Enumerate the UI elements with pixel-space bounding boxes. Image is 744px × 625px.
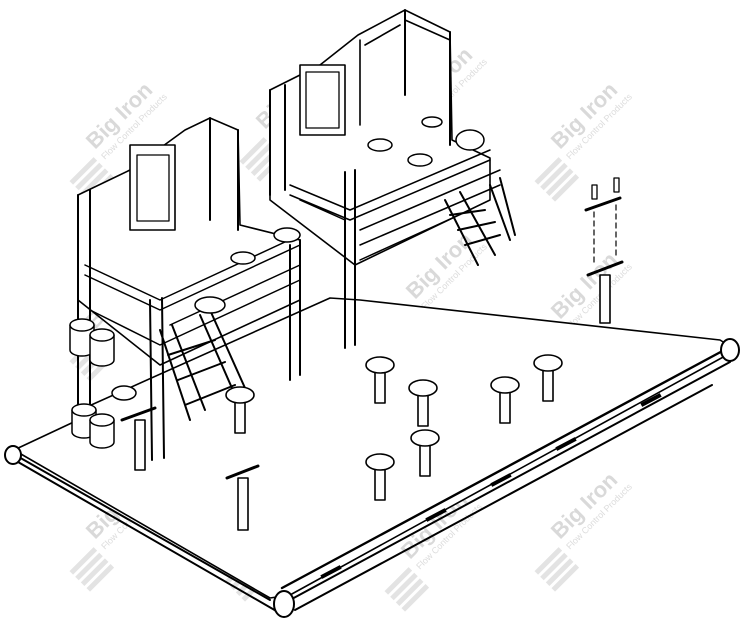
pipe-stand [490,376,520,424]
clamp-supports [120,177,624,531]
pipe-stand [365,356,395,404]
drums [69,318,137,449]
platform-left [69,117,301,461]
platform-right [269,9,516,349]
pipe-stand [408,379,438,427]
pipe-stand [365,453,395,501]
pipe-stand [533,354,563,402]
pipe-stands [225,354,563,501]
pipe-stand [410,429,440,477]
pipe-stand [225,386,255,434]
